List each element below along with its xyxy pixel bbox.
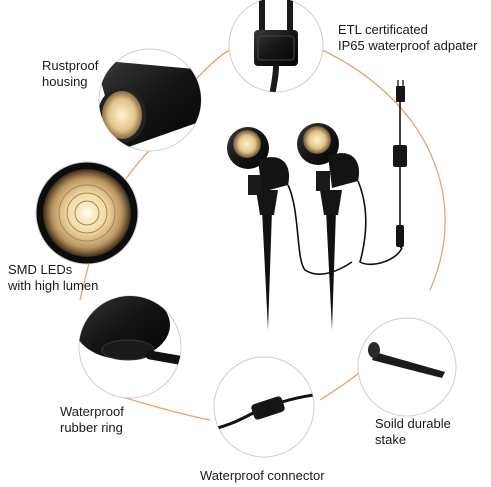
callout-housing-line-2: housing [42, 74, 88, 89]
callout-housing-label: Rustproof housing [42, 58, 98, 90]
callout-leds-label: SMD LEDs with high lumen [8, 262, 98, 294]
callout-stake-line-1: Soild durable [375, 416, 451, 431]
stake-detail-circle [357, 317, 457, 417]
callout-ring-label: Waterproof rubber ring [60, 404, 124, 436]
callout-adapter-line-2: IP65 waterproof adpater [338, 38, 478, 53]
led-detail-circle [35, 161, 139, 265]
housing-detail-circle [98, 48, 202, 152]
callout-ring-line-1: Waterproof [60, 404, 124, 419]
callout-adapter-label: ETL certificated IP65 waterproof adpater [338, 22, 477, 54]
callout-ring-line-2: rubber ring [60, 420, 123, 435]
callout-adapter-line-1: ETL certificated [338, 22, 428, 37]
callout-connector-label: Waterproof connector [200, 468, 325, 484]
callout-stake-line-2: stake [375, 432, 407, 447]
spotlight-left [227, 127, 290, 330]
connector-detail-circle [213, 356, 315, 458]
callout-housing-line-1: Rustproof [42, 58, 99, 73]
spotlight-right [297, 123, 360, 330]
callout-connector-line-1: Waterproof connector [200, 468, 325, 483]
ring-detail-circle [78, 295, 182, 399]
power-cable [287, 80, 407, 275]
callout-leds-line-1: SMD LEDs [8, 262, 73, 277]
adapter-detail-circle [228, 0, 324, 93]
callout-stake-label: Soild durable stake [375, 416, 451, 448]
callout-leds-line-2: with high lumen [8, 278, 99, 293]
